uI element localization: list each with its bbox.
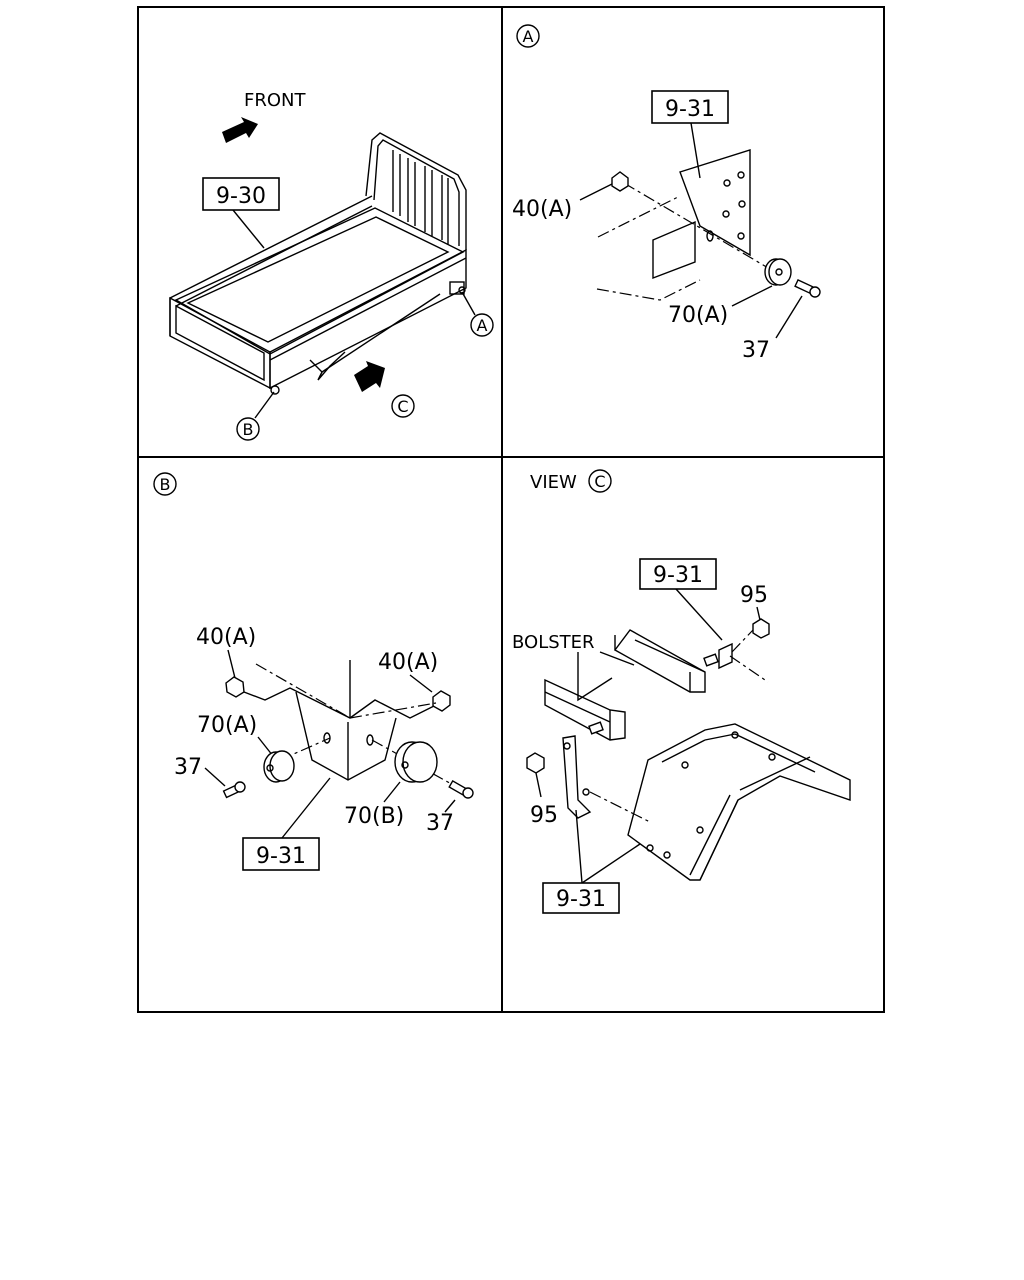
callout-a: A: [470, 313, 494, 337]
view-c-nut-top-icon: [752, 618, 770, 639]
detail-b-panel: B 40(A) 40(A) 70(A): [153, 472, 474, 871]
detail-b-cushion-a-icon: [263, 750, 295, 783]
detail-a-bolt-label: 37: [742, 338, 770, 363]
detail-b-bracket: [243, 660, 456, 787]
view-c-arrow-icon: [354, 361, 385, 392]
detail-b-nut-left-label: 40(A): [196, 625, 256, 650]
frame-rail: [627, 723, 851, 881]
panel-grid: [137, 6, 885, 1013]
detail-b-nut-right-icon: [432, 690, 451, 712]
detail-a-bracket: [596, 149, 751, 301]
detail-b-cushion-b-label: 70(B): [344, 804, 404, 829]
svg-text:B: B: [160, 475, 171, 494]
detail-b-bolt-right-icon: [448, 779, 474, 799]
view-c-nut-left-icon: [526, 752, 545, 774]
bolster-beam: [613, 629, 769, 693]
truck-bed-drawing: [169, 132, 467, 395]
detail-b-heading: B: [153, 472, 177, 496]
svg-text:C: C: [594, 472, 605, 491]
bolster-label: BOLSTER: [512, 632, 595, 653]
svg-text:A: A: [523, 27, 534, 46]
detail-a-panel: A 9-31 40(A) 7: [512, 24, 821, 363]
view-c-nut-left-label: 95: [530, 803, 558, 828]
detail-a-heading: A: [516, 24, 540, 48]
detail-b-bolt-left-icon: [222, 781, 246, 799]
view-c-nut-top-label: 95: [740, 583, 768, 608]
svg-text:9-31: 9-31: [653, 563, 703, 588]
svg-text:B: B: [243, 420, 254, 439]
detail-b-ref-box: 9-31: [242, 837, 320, 871]
detail-a-cushion-icon: [764, 258, 792, 286]
svg-text:9-31: 9-31: [256, 844, 306, 869]
detail-a-nut-label: 40(A): [512, 197, 572, 222]
detail-a-ref-box: 9-31: [651, 90, 729, 124]
front-label: FRONT: [244, 90, 306, 111]
view-c-heading: VIEW C: [530, 469, 612, 493]
svg-text:9-31: 9-31: [665, 97, 715, 122]
detail-b-bolt-left-label: 37: [174, 755, 202, 780]
svg-text:9-31: 9-31: [556, 887, 606, 912]
view-c-panel: VIEW C 9-31 95 BOLSTER: [512, 469, 851, 914]
detail-a-cushion-label: 70(A): [668, 303, 728, 328]
overview-panel: FRONT 9-30: [169, 90, 494, 441]
svg-text:VIEW: VIEW: [530, 472, 577, 493]
detail-a-nut-icon: [611, 171, 629, 192]
callout-b: B: [236, 417, 260, 441]
view-c-bracket: [562, 735, 651, 823]
detail-b-nut-right-label: 40(A): [378, 650, 438, 675]
detail-b-bolt-right-label: 37: [426, 811, 454, 836]
front-arrow-icon: [222, 117, 258, 143]
detail-a-bolt-icon: [794, 278, 821, 298]
svg-text:9-30: 9-30: [216, 184, 266, 209]
detail-b-nut-left-icon: [225, 676, 245, 698]
svg-text:A: A: [477, 316, 488, 335]
view-c-ref-box-top: 9-31: [639, 558, 717, 590]
detail-b-cushion-b-icon: [394, 741, 438, 783]
svg-text:C: C: [397, 397, 408, 416]
view-c-ref-box-bottom: 9-31: [542, 882, 620, 914]
bed-ref-box: 9-30: [202, 177, 280, 211]
bolster-beam-lower: [544, 678, 626, 741]
callout-c: C: [391, 394, 415, 418]
detail-b-cushion-a-label: 70(A): [197, 713, 257, 738]
